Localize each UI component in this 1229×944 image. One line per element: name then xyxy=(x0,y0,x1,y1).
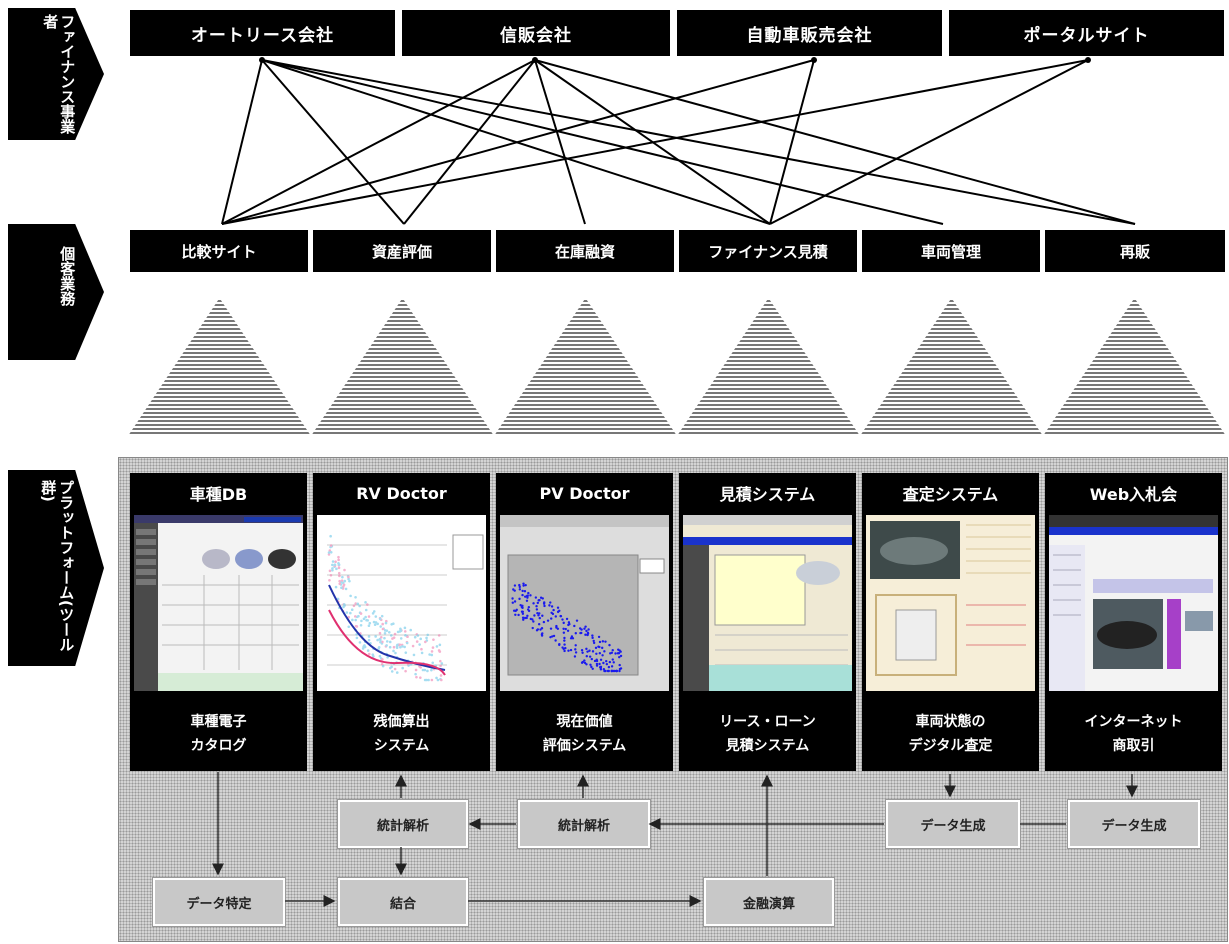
process-data-gen-2: データ生成 xyxy=(1067,799,1201,849)
quote-form-screenshot xyxy=(683,515,852,691)
side-label-business-text: 個客業務 xyxy=(58,246,77,306)
operation-vehicle-management: 車両管理 xyxy=(862,230,1040,272)
operator-portal: ポータルサイト xyxy=(949,10,1224,56)
operation-asset-valuation: 資産評価 xyxy=(313,230,491,272)
process-merge: 結合 xyxy=(337,877,469,927)
tool-web-auction: Web入札会 インターネット商取引 xyxy=(1045,473,1222,771)
tool-title: Web入札会 xyxy=(1089,485,1178,504)
process-stat-analysis-1: 統計解析 xyxy=(337,799,469,849)
operation-comparison-site: 比較サイト xyxy=(130,230,308,272)
tool-rv-doctor: RV Doctor 残価算出システム xyxy=(313,473,490,771)
operator-credit: 信販会社 xyxy=(402,10,670,56)
appraisal-screenshot xyxy=(866,515,1035,691)
side-label-finance-text: ファイナンス事業者 xyxy=(41,14,77,134)
tool-title: 見積システム xyxy=(719,485,816,504)
process-finance-calc: 金融演算 xyxy=(703,877,835,927)
process-stat-analysis-2: 統計解析 xyxy=(517,799,651,849)
operation-inventory-financing: 在庫融資 xyxy=(496,230,674,272)
operation-finance-quote: ファイナンス見積 xyxy=(679,230,857,272)
tool-pv-doctor: PV Doctor 現在価値評価システム xyxy=(496,473,673,771)
side-label-platform-text: プラットフォーム(ツール群) xyxy=(39,480,76,652)
tool-title: RV Doctor xyxy=(356,483,447,503)
tool-desc: インターネット商取引 xyxy=(1084,714,1183,754)
tool-desc: リース・ローン見積システム xyxy=(719,714,816,754)
tool-desc: 車両状態のデジタル査定 xyxy=(908,714,993,754)
catalog-screenshot xyxy=(134,515,303,691)
scatter-chart-screenshot xyxy=(317,515,486,691)
operator-car-dealer: 自動車販売会社 xyxy=(677,10,942,56)
operation-resale: 再販 xyxy=(1045,230,1225,272)
tool-appraisal-system: 査定システム 車両状態のデジタル査定 xyxy=(862,473,1039,771)
process-data-gen-1: データ生成 xyxy=(885,799,1021,849)
tool-desc: 現在価値評価システム xyxy=(542,714,627,754)
tool-title: PV Doctor xyxy=(539,483,630,503)
tool-desc: 残価算出システム xyxy=(373,714,430,754)
tool-title: 査定システム xyxy=(902,485,999,504)
process-data-spec: データ特定 xyxy=(152,877,286,927)
auction-screenshot xyxy=(1049,515,1218,691)
tool-car-db: 車種DB 車種電子カタログ xyxy=(130,473,307,771)
scatter-chart-screenshot xyxy=(500,515,669,691)
operator-auto-lease: オートリース会社 xyxy=(130,10,395,56)
tool-desc: 車種電子カタログ xyxy=(190,714,247,754)
tool-title: 車種DB xyxy=(189,485,248,504)
tool-quote-system: 見積システム リース・ローン見積システム xyxy=(679,473,856,771)
